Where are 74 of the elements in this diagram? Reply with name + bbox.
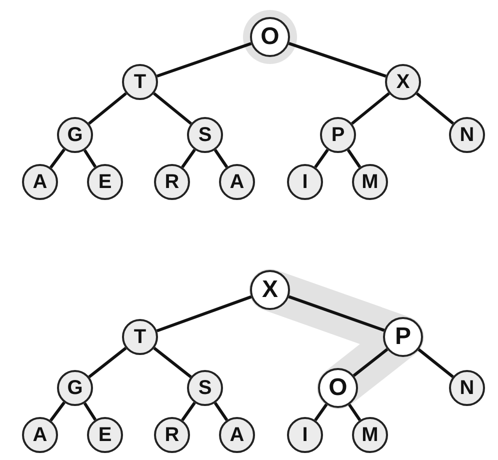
tree-node — [22, 417, 58, 453]
tree-node — [287, 164, 323, 200]
tree-node — [187, 370, 223, 406]
tree-edge — [156, 295, 252, 332]
node-letter: T — [134, 327, 146, 347]
tree-edge — [88, 92, 127, 125]
node-letter: A — [230, 172, 244, 192]
tree-edge — [314, 404, 328, 422]
tree-edge — [83, 402, 97, 421]
node-letter: I — [302, 425, 308, 445]
tree-node — [87, 417, 123, 453]
tree-edge — [346, 149, 362, 168]
tree-node — [154, 417, 190, 453]
tree-node — [87, 164, 123, 200]
tree-edge — [314, 148, 329, 168]
tree-node — [22, 164, 58, 200]
tree-node — [320, 117, 356, 153]
tree-node — [57, 370, 93, 406]
node-letter: G — [67, 378, 83, 398]
tree-node — [318, 368, 358, 408]
tree-edge — [348, 404, 362, 421]
node-letter: E — [98, 425, 112, 445]
tree-edge — [214, 402, 228, 421]
node-letter: T — [134, 72, 146, 92]
node-letter: M — [362, 172, 378, 192]
tree-edge — [288, 295, 385, 332]
tree-node — [219, 417, 255, 453]
tree-node — [219, 164, 255, 200]
node-letter: S — [198, 125, 212, 145]
tree-edge — [181, 148, 196, 168]
node-letter: O — [328, 376, 348, 400]
node-letter: X — [396, 72, 410, 92]
tree-edge — [416, 92, 454, 125]
tree-node — [449, 370, 485, 406]
tree-edge — [288, 42, 386, 78]
tree-node — [154, 164, 190, 200]
node-letter: N — [460, 378, 474, 398]
node-letter: E — [98, 172, 112, 192]
node-letter: G — [67, 125, 83, 145]
tree-edge — [214, 149, 228, 168]
node-letter: M — [362, 425, 378, 445]
tree-node — [122, 319, 158, 355]
tree-node — [287, 417, 323, 453]
tree-edge — [181, 402, 196, 422]
tree-node — [57, 117, 93, 153]
node-letter: A — [32, 425, 48, 445]
tree-edge — [352, 348, 388, 377]
node-letter: S — [198, 378, 212, 398]
node-letter: A — [32, 172, 48, 192]
tree-node — [385, 64, 421, 100]
tree-node — [352, 417, 388, 453]
tree-edge — [153, 346, 192, 378]
node-letter: A — [230, 425, 244, 445]
tree-edge — [418, 348, 454, 378]
tree-edge — [50, 402, 66, 422]
node-letter: I — [302, 172, 308, 192]
tree-edge — [88, 346, 127, 378]
node-letter: N — [460, 125, 474, 145]
node-letter: R — [164, 425, 180, 445]
node-letter: O — [260, 25, 280, 49]
tree-edge — [153, 92, 192, 125]
tree-edge — [156, 42, 252, 78]
node-letter: P — [394, 325, 411, 349]
node-letter: R — [164, 172, 180, 192]
node-letter: X — [262, 278, 278, 302]
tree-edge — [351, 92, 390, 125]
tree-node — [187, 117, 223, 153]
tree-edge — [50, 148, 66, 168]
node-letter: P — [331, 125, 345, 145]
tree-edge — [83, 149, 97, 168]
tree-node — [250, 270, 290, 310]
tree-node — [352, 164, 388, 200]
tree-node — [449, 117, 485, 153]
tree-node — [122, 64, 158, 100]
